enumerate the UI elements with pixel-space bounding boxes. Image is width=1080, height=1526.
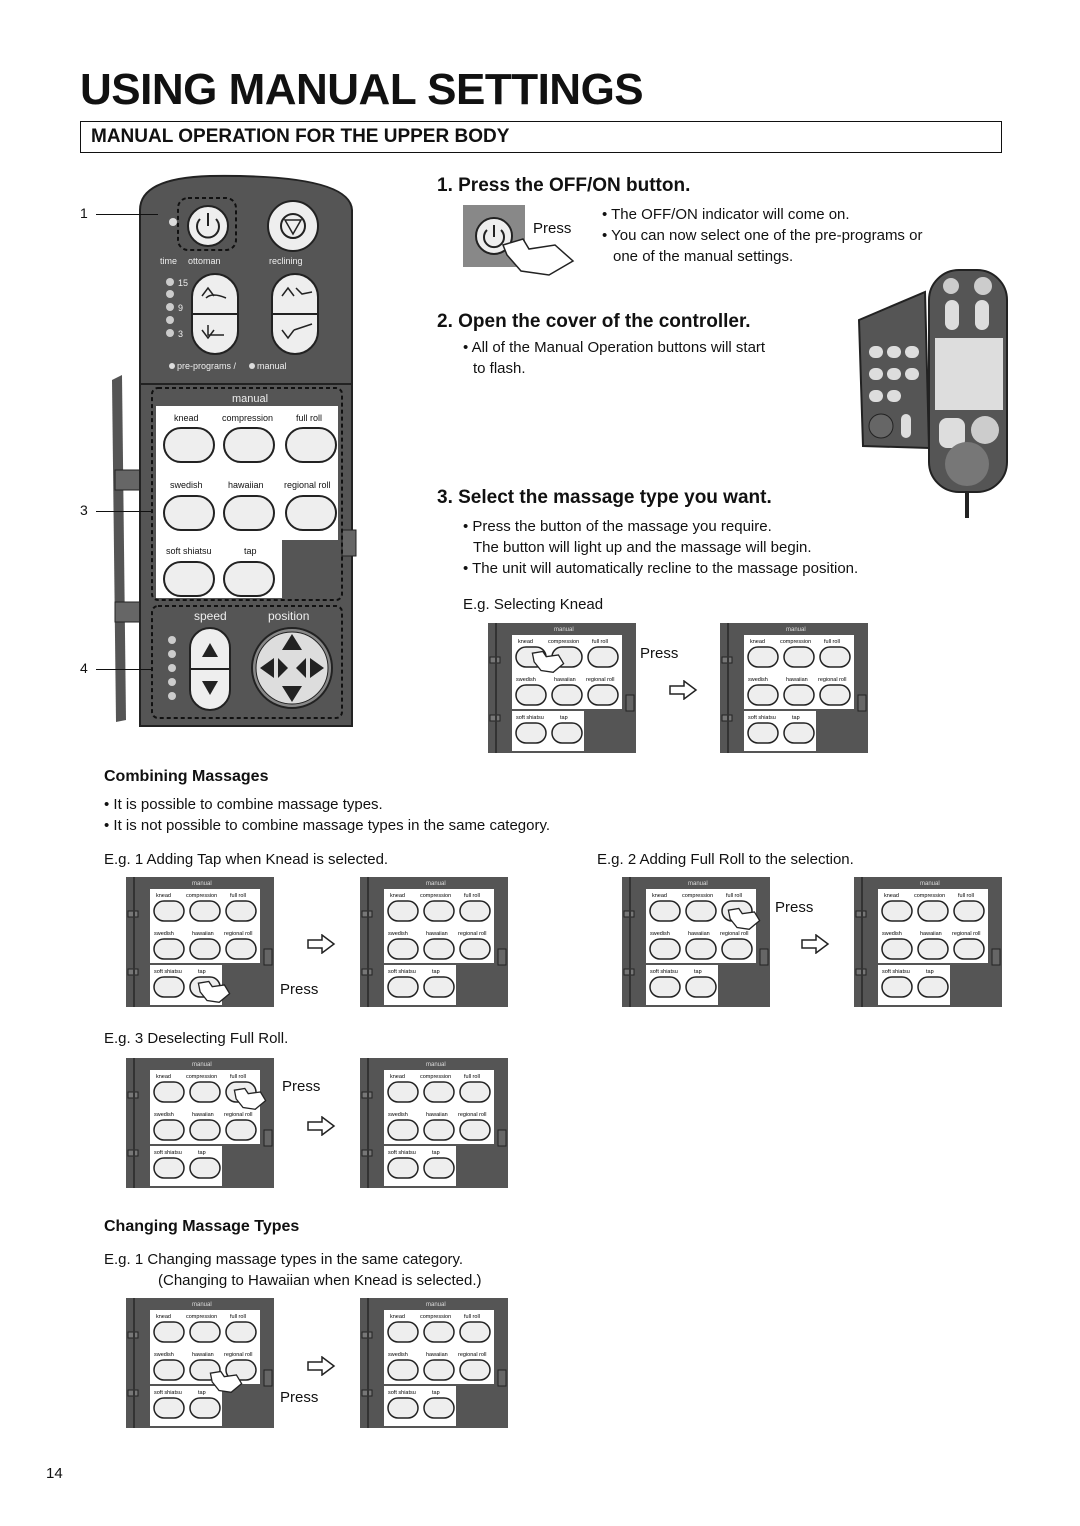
power-press-illustration <box>463 205 575 276</box>
mode-label-1: pre-programs / <box>177 361 237 371</box>
step1-press-label: Press <box>533 220 572 237</box>
controller-open-illustration <box>857 269 1008 518</box>
arrow-right-icon <box>800 934 830 954</box>
page-title: USING MANUAL SETTINGS <box>80 65 644 114</box>
svg-text:9: 9 <box>178 303 183 313</box>
step1-bullet-2b: one of the manual settings. <box>613 248 794 265</box>
step3-bullet-2: • The unit will automatically recline to… <box>463 560 859 577</box>
section-header: MANUAL OPERATION FOR THE UPPER BODY <box>80 121 1002 153</box>
eg2-press-label: Press <box>775 899 814 916</box>
svg-text:15: 15 <box>178 278 188 288</box>
svg-text:position: position <box>268 609 309 623</box>
step2-title: 2. Open the cover of the controller. <box>437 311 751 332</box>
step2-bullet-1: • All of the Manual Operation buttons wi… <box>463 339 766 356</box>
callout-4: 4 <box>80 660 88 676</box>
changing-eg1b: (Changing to Hawaiian when Knead is sele… <box>158 1272 482 1289</box>
arrow-right-icon <box>306 934 336 954</box>
arrow-right-icon <box>306 1356 336 1376</box>
svg-text:tap: tap <box>244 546 257 556</box>
step3-press-label: Press <box>640 645 679 662</box>
callout-3-line <box>96 511 152 512</box>
eg3-panel-after <box>360 1058 508 1188</box>
hand-icon <box>208 1368 244 1394</box>
mode-label-2: manual <box>257 361 287 371</box>
eg2-panel-before <box>622 877 770 1007</box>
step3-panel-after <box>720 623 868 753</box>
svg-text:3: 3 <box>178 329 183 339</box>
changing-panel-before <box>126 1298 274 1428</box>
svg-text:hawaiian: hawaiian <box>228 480 264 490</box>
callout-4-line <box>96 669 152 670</box>
hand-icon <box>196 978 232 1004</box>
step3-panel-before <box>488 623 636 753</box>
step3-bullet-1: • Press the button of the massage you re… <box>463 518 772 535</box>
step3-title: 3. Select the massage type you want. <box>437 487 772 508</box>
combining-bullet-2: • It is not possible to combine massage … <box>104 817 551 834</box>
hand-icon <box>530 648 566 674</box>
step2-bullet-1b: to flash. <box>473 360 526 377</box>
step1-bullet-1: • The OFF/ON indicator will come on. <box>602 206 850 223</box>
changing-press-label: Press <box>280 1389 319 1406</box>
eg3-press-label: Press <box>282 1078 321 1095</box>
arrow-right-icon <box>306 1116 336 1136</box>
combining-heading: Combining Massages <box>104 768 269 785</box>
eg1-press-label: Press <box>280 981 319 998</box>
page-number: 14 <box>46 1465 63 1482</box>
step1-title: 1. Press the OFF/ON button. <box>437 175 691 196</box>
svg-text:time: time <box>160 256 177 266</box>
svg-text:ottoman: ottoman <box>188 256 221 266</box>
combining-eg1: E.g. 1 Adding Tap when Knead is selected… <box>104 851 389 868</box>
combining-eg3: E.g. 3 Deselecting Full Roll. <box>104 1030 289 1047</box>
svg-text:knead: knead <box>174 413 199 423</box>
step3-example: E.g. Selecting Knead <box>463 596 604 613</box>
callout-1: 1 <box>80 205 88 221</box>
arrow-right-icon <box>668 680 698 700</box>
controller-illustration: time ottoman reclining 15 9 3 pre-progra… <box>112 174 357 727</box>
section-title: MANUAL OPERATION FOR THE UPPER BODY <box>91 126 510 147</box>
callout-3: 3 <box>80 502 88 518</box>
eg3-panel-before <box>126 1058 274 1188</box>
svg-text:speed: speed <box>194 609 227 623</box>
eg1-panel-after <box>360 877 508 1007</box>
changing-heading: Changing Massage Types <box>104 1218 300 1235</box>
svg-text:full roll: full roll <box>296 413 322 423</box>
combining-bullet-1: • It is possible to combine massage type… <box>104 796 383 813</box>
svg-text:compression: compression <box>222 413 273 423</box>
combining-eg2: E.g. 2 Adding Full Roll to the selection… <box>597 851 854 868</box>
callout-1-line <box>96 214 158 215</box>
eg2-panel-after <box>854 877 1002 1007</box>
svg-text:reclining: reclining <box>269 256 303 266</box>
step3-bullet-1b: The button will light up and the massage… <box>473 539 812 556</box>
svg-text:manual: manual <box>232 393 268 405</box>
hand-icon <box>726 905 762 931</box>
changing-eg1: E.g. 1 Changing massage types in the sam… <box>104 1251 464 1268</box>
svg-text:soft shiatsu: soft shiatsu <box>166 546 212 556</box>
svg-text:regional roll: regional roll <box>284 480 331 490</box>
step1-bullet-2: • You can now select one of the pre-prog… <box>602 227 923 244</box>
changing-panel-after <box>360 1298 508 1428</box>
svg-text:swedish: swedish <box>170 480 203 490</box>
hand-icon <box>232 1085 268 1111</box>
